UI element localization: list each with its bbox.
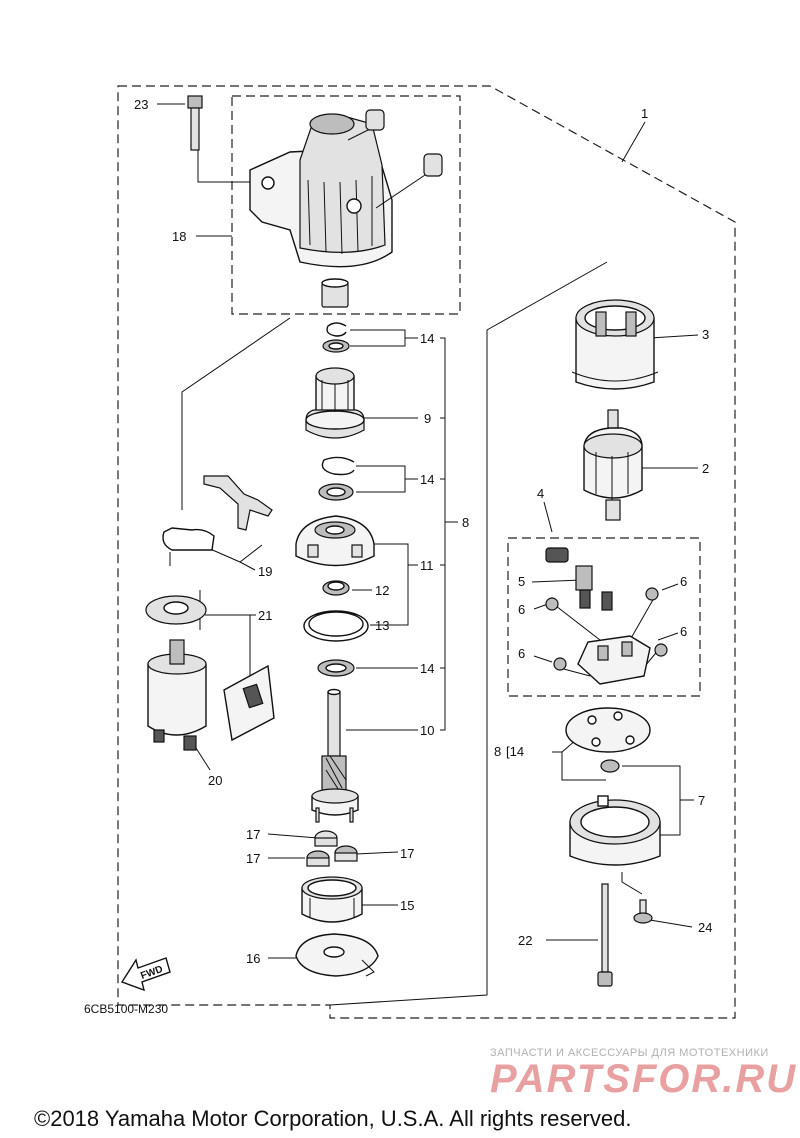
part-22-through-bolt bbox=[597, 883, 613, 987]
part-24-screw bbox=[633, 899, 653, 924]
part-18-dampers bbox=[365, 109, 443, 177]
callout-labels: 1 23 18 3 14 9 2 14 4 8 19 11 5 6 12 6 2… bbox=[134, 97, 712, 966]
part-13-o-ring bbox=[303, 610, 369, 642]
callout-14-a: 14 bbox=[420, 331, 434, 346]
callout-8-c: [14 bbox=[506, 744, 524, 759]
callout-16: 16 bbox=[246, 951, 260, 966]
callout-6-c: 6 bbox=[680, 624, 687, 639]
copyright-notice: ©2018 Yamaha Motor Corporation, U.S.A. A… bbox=[34, 1106, 631, 1131]
part-20-solenoid bbox=[147, 639, 207, 751]
part-10-shaft bbox=[311, 688, 359, 823]
callout-2: 2 bbox=[702, 461, 709, 476]
callout-24: 24 bbox=[698, 920, 712, 935]
part-14-washer-lower bbox=[317, 659, 355, 677]
callout-8-a: 8 bbox=[462, 515, 469, 530]
part-14-clip-middle bbox=[318, 456, 355, 501]
callout-14-b: 14 bbox=[420, 472, 434, 487]
part-14-plate-right bbox=[565, 707, 651, 753]
callout-22: 22 bbox=[518, 933, 532, 948]
callout-6-d: 6 bbox=[518, 646, 525, 661]
part-6-springs bbox=[545, 587, 668, 671]
part-3-yoke bbox=[571, 299, 659, 390]
callout-19: 19 bbox=[258, 564, 272, 579]
watermark-tagline: ЗАПЧАСТИ И АКСЕССУАРЫ ДЛЯ МОТОТЕХНИКИ bbox=[490, 1047, 769, 1059]
part-15-internal-gear bbox=[301, 876, 363, 923]
callout-17-b: 17 bbox=[400, 846, 414, 861]
part-21-gasket-and-cover bbox=[145, 595, 275, 742]
callout-5: 5 bbox=[518, 574, 525, 589]
callout-3: 3 bbox=[702, 327, 709, 342]
assembly-boundary-cover bbox=[231, 95, 461, 315]
part-7-end-cover bbox=[569, 795, 661, 866]
assembly-boundary-main bbox=[117, 85, 736, 1019]
callout-13: 13 bbox=[375, 618, 389, 633]
leader-lines bbox=[157, 103, 699, 1006]
callout-9: 9 bbox=[424, 411, 431, 426]
part-16-plate bbox=[295, 933, 379, 977]
callout-23: 23 bbox=[134, 97, 148, 112]
part-9-pinion-gear bbox=[305, 367, 365, 439]
callout-6-a: 6 bbox=[680, 574, 687, 589]
callout-15: 15 bbox=[400, 898, 414, 913]
fwd-arrow-icon: FWD bbox=[120, 957, 171, 992]
callout-20: 20 bbox=[208, 773, 222, 788]
watermark: ЗАПЧАСТИ И АКСЕССУАРЫ ДЛЯ МОТОТЕХНИКИ PA… bbox=[490, 1047, 797, 1101]
diagram-code: 6CB5100-M230 bbox=[84, 1002, 168, 1016]
part-18-bushing bbox=[321, 278, 349, 308]
callout-7: 7 bbox=[698, 793, 705, 808]
callout-11: 11 bbox=[420, 558, 434, 573]
assembly-boundary-brush bbox=[507, 537, 701, 697]
part-14-clip-upper bbox=[322, 322, 350, 353]
callout-17-a: 17 bbox=[246, 827, 260, 842]
part-18-front-cover bbox=[249, 113, 426, 268]
part-7-bushing bbox=[600, 759, 620, 773]
callout-4: 4 bbox=[537, 486, 544, 501]
part-23-bolt bbox=[187, 95, 203, 151]
callout-1: 1 bbox=[641, 106, 648, 121]
part-5-brush-holder bbox=[545, 547, 613, 611]
part-11-holder bbox=[295, 515, 375, 567]
callout-10: 10 bbox=[420, 723, 434, 738]
callout-18: 18 bbox=[172, 229, 186, 244]
callout-21: 21 bbox=[258, 608, 272, 623]
part-12-collar bbox=[322, 580, 350, 596]
callout-17-c: 17 bbox=[246, 851, 260, 866]
callout-6-b: 6 bbox=[518, 602, 525, 617]
callout-8-b: 8 bbox=[494, 744, 501, 759]
callout-12: 12 bbox=[375, 583, 389, 598]
part-2-armature bbox=[583, 409, 643, 521]
callout-14-c: 14 bbox=[420, 661, 434, 676]
part-4-brush-plate bbox=[577, 635, 651, 685]
part-19-levers bbox=[162, 475, 273, 566]
watermark-brand: PARTSFOR.RU bbox=[490, 1057, 797, 1101]
part-17-planet-gears bbox=[306, 830, 358, 867]
